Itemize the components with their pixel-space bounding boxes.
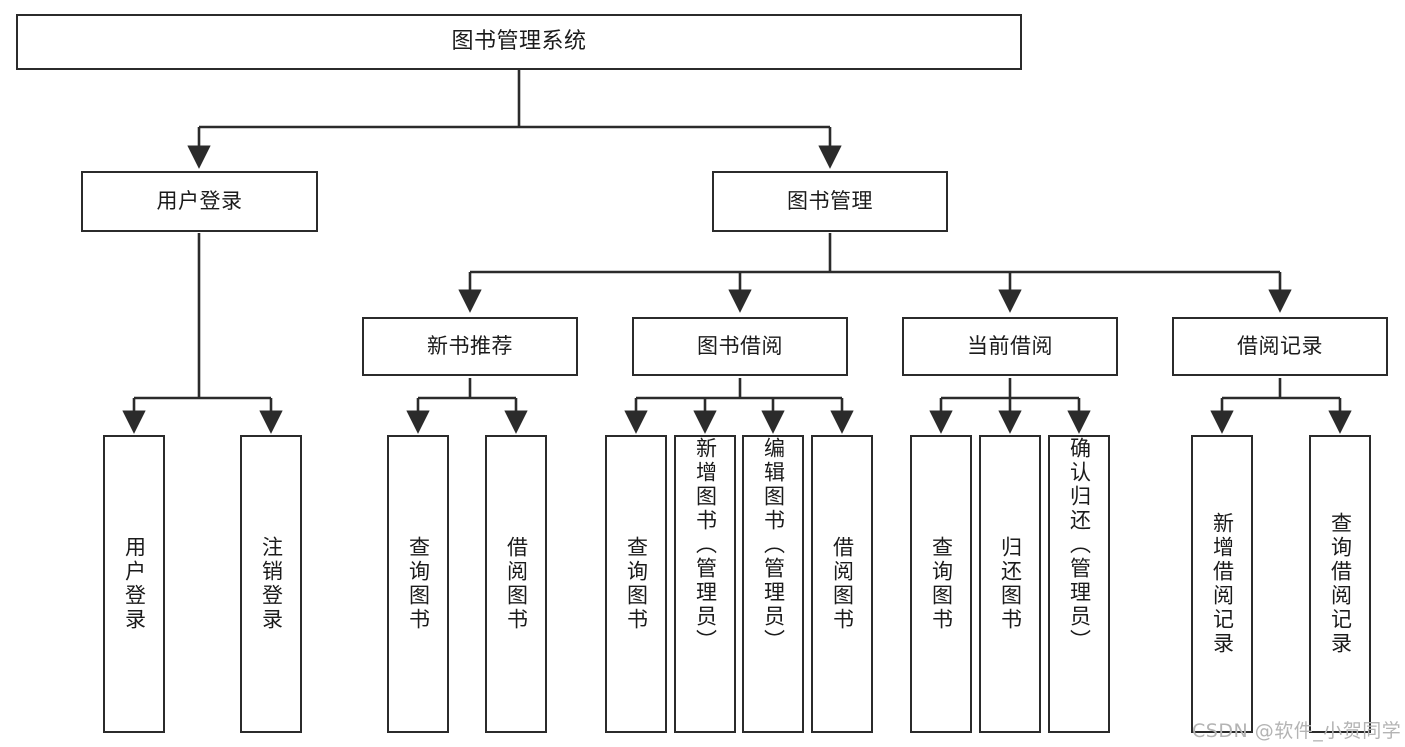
leaf-node-add-book-admin[interactable]: 新增图书（管理员） bbox=[674, 435, 736, 733]
node-label: 归还图书 bbox=[998, 536, 1023, 632]
node-label: 查询图书 bbox=[406, 536, 431, 632]
node-book-management[interactable]: 图书管理 bbox=[712, 171, 948, 232]
leaf-node-logout-login[interactable]: 注销登录 bbox=[240, 435, 302, 733]
leaf-node-borrow-book-recommend[interactable]: 借阅图书 bbox=[485, 435, 547, 733]
node-label: 新书推荐 bbox=[427, 334, 513, 359]
csdn-watermark: CSDN @软件_小贺同学 bbox=[1192, 720, 1402, 742]
node-label: 新增借阅记录 bbox=[1210, 512, 1235, 656]
leaf-node-return-book[interactable]: 归还图书 bbox=[979, 435, 1041, 733]
node-label: 当前借阅 bbox=[967, 334, 1053, 359]
node-label: 图书借阅 bbox=[697, 334, 783, 359]
node-book-borrow[interactable]: 图书借阅 bbox=[632, 317, 848, 376]
node-label: 借阅图书 bbox=[830, 536, 855, 632]
leaf-node-add-borrow-record[interactable]: 新增借阅记录 bbox=[1191, 435, 1253, 733]
node-label: 注销登录 bbox=[259, 536, 284, 632]
node-new-book-recommend[interactable]: 新书推荐 bbox=[362, 317, 578, 376]
leaf-node-query-borrow-record[interactable]: 查询借阅记录 bbox=[1309, 435, 1371, 733]
node-label: 用户登录 bbox=[122, 536, 147, 632]
leaf-node-edit-book-admin[interactable]: 编辑图书（管理员） bbox=[742, 435, 804, 733]
node-root-book-management-system[interactable]: 图书管理系统 bbox=[16, 14, 1022, 70]
node-borrow-record[interactable]: 借阅记录 bbox=[1172, 317, 1388, 376]
leaf-node-confirm-return-admin[interactable]: 确认归还（管理员） bbox=[1048, 435, 1110, 733]
node-label: 新增图书（管理员） bbox=[693, 437, 718, 653]
leaf-node-borrow-book-borrow[interactable]: 借阅图书 bbox=[811, 435, 873, 733]
leaf-node-query-book-borrow[interactable]: 查询图书 bbox=[605, 435, 667, 733]
node-label: 图书管理系统 bbox=[451, 29, 587, 55]
leaf-node-user-login[interactable]: 用户登录 bbox=[103, 435, 165, 733]
node-label: 用户登录 bbox=[156, 189, 243, 214]
node-label: 借阅记录 bbox=[1237, 334, 1323, 359]
node-label: 确认归还（管理员） bbox=[1067, 437, 1092, 653]
node-label: 借阅图书 bbox=[504, 536, 529, 632]
node-label: 图书管理 bbox=[787, 189, 873, 214]
node-label: 查询图书 bbox=[624, 536, 649, 632]
node-label: 查询借阅记录 bbox=[1328, 512, 1353, 656]
node-current-borrow[interactable]: 当前借阅 bbox=[902, 317, 1118, 376]
node-label: 编辑图书（管理员） bbox=[761, 437, 786, 653]
leaf-node-query-book-current[interactable]: 查询图书 bbox=[910, 435, 972, 733]
node-user-login[interactable]: 用户登录 bbox=[81, 171, 318, 232]
node-label: 查询图书 bbox=[929, 536, 954, 632]
leaf-node-query-book-recommend[interactable]: 查询图书 bbox=[387, 435, 449, 733]
